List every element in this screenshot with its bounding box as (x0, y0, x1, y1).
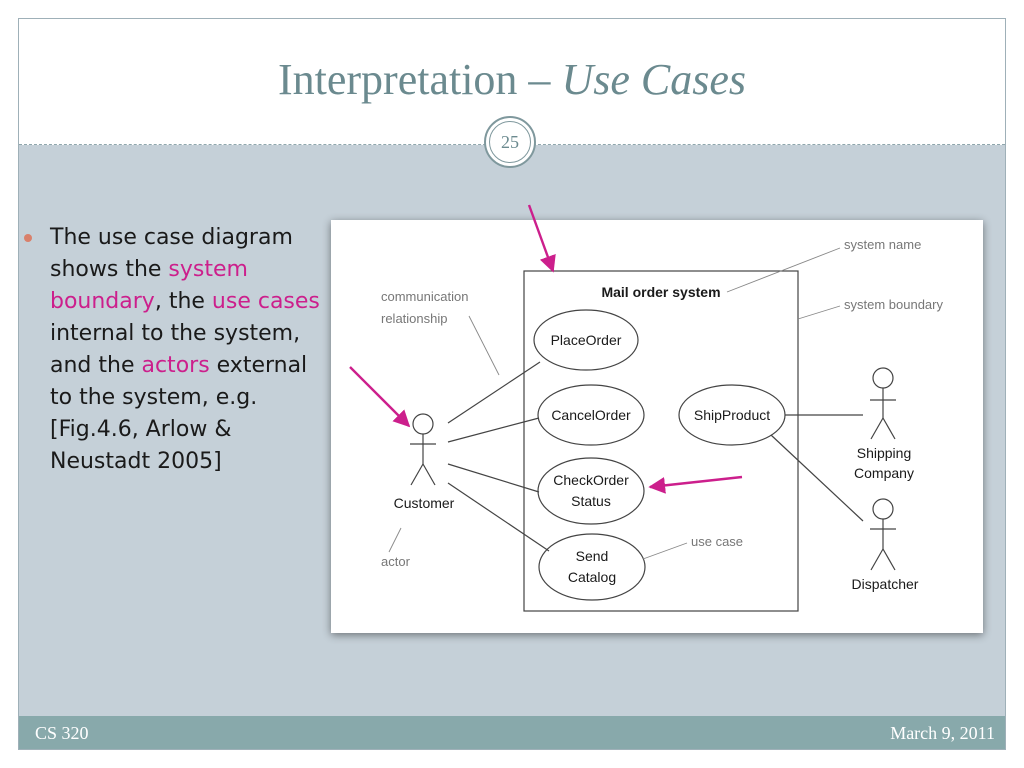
annotation-system-boundary: system boundary (844, 297, 943, 312)
use-case-cancel-order (537, 384, 645, 446)
actor-dispatcher-icon (870, 498, 896, 571)
bullet-text-part: external to the system, e.g. [Fig.4.6, A… (50, 353, 308, 474)
association-line (447, 417, 540, 443)
actor-pointer (388, 527, 402, 553)
footer-course: CS 320 (35, 723, 89, 743)
highlight-actors: actors (141, 353, 210, 378)
actor-shipping-company-icon (870, 367, 896, 440)
annotation-use-case: use case (691, 534, 743, 549)
use-case-label: Status (571, 493, 611, 509)
actor-label: Customer (394, 495, 455, 511)
footer-date: March 9, 2011 (890, 723, 995, 743)
use-case-pointer (642, 542, 688, 560)
bullet-text-part: The use case diagram shows the (50, 225, 293, 282)
bullet-text: The use case diagram shows the system bo… (50, 222, 335, 478)
actor-label: Dispatcher (852, 576, 919, 592)
system-name-pointer (726, 247, 841, 293)
use-case-label: Catalog (568, 569, 616, 585)
slide-title: Interpretation – Use Cases (0, 54, 1024, 106)
use-case-diagram-figure: Mail order system PlaceOrder CancelOrder… (331, 220, 983, 633)
system-boundary-box (523, 270, 799, 612)
slide-title-italic: Use Cases (561, 55, 746, 104)
bullet-dot-icon (24, 234, 32, 242)
system-title: Mail order system (601, 284, 720, 300)
communication-pointer (468, 315, 500, 376)
bullet-text-part: , the (154, 289, 212, 314)
annotation-relationship: relationship (381, 311, 448, 326)
use-case-check-order-status (537, 457, 645, 525)
actor-label: Company (854, 465, 914, 481)
annotation-communication: communication (381, 289, 468, 304)
highlight-use-cases: use cases (211, 289, 320, 314)
page-number: 25 (489, 121, 531, 163)
association-line (447, 361, 541, 424)
system-boundary-pointer (797, 305, 841, 320)
actor-label: Shipping (857, 445, 912, 461)
highlight-system-boundary: system boundary (50, 257, 248, 314)
association-line (447, 463, 540, 493)
use-case-diagram: Mail order system PlaceOrder CancelOrder… (381, 237, 943, 612)
bullet-text-part: internal to the system, and the (50, 321, 301, 378)
actor-customer-icon (410, 413, 436, 486)
use-case-label: PlaceOrder (551, 332, 622, 348)
association-line (770, 434, 864, 522)
page-number-badge: 25 (484, 116, 536, 168)
association-line (447, 482, 550, 552)
slide-title-main: Interpretation – (277, 55, 562, 104)
use-case-label: CheckOrder (553, 472, 629, 488)
use-case-send-catalog (538, 533, 646, 601)
use-case-place-order (533, 309, 639, 371)
use-case-label: ShipProduct (694, 407, 770, 423)
annotation-actor: actor (381, 554, 411, 569)
use-case-label: CancelOrder (551, 407, 631, 423)
annotation-system-name: system name (844, 237, 921, 252)
footer-bar: CS 320 March 9, 2011 (19, 716, 1005, 749)
use-case-label: Send (576, 548, 609, 564)
